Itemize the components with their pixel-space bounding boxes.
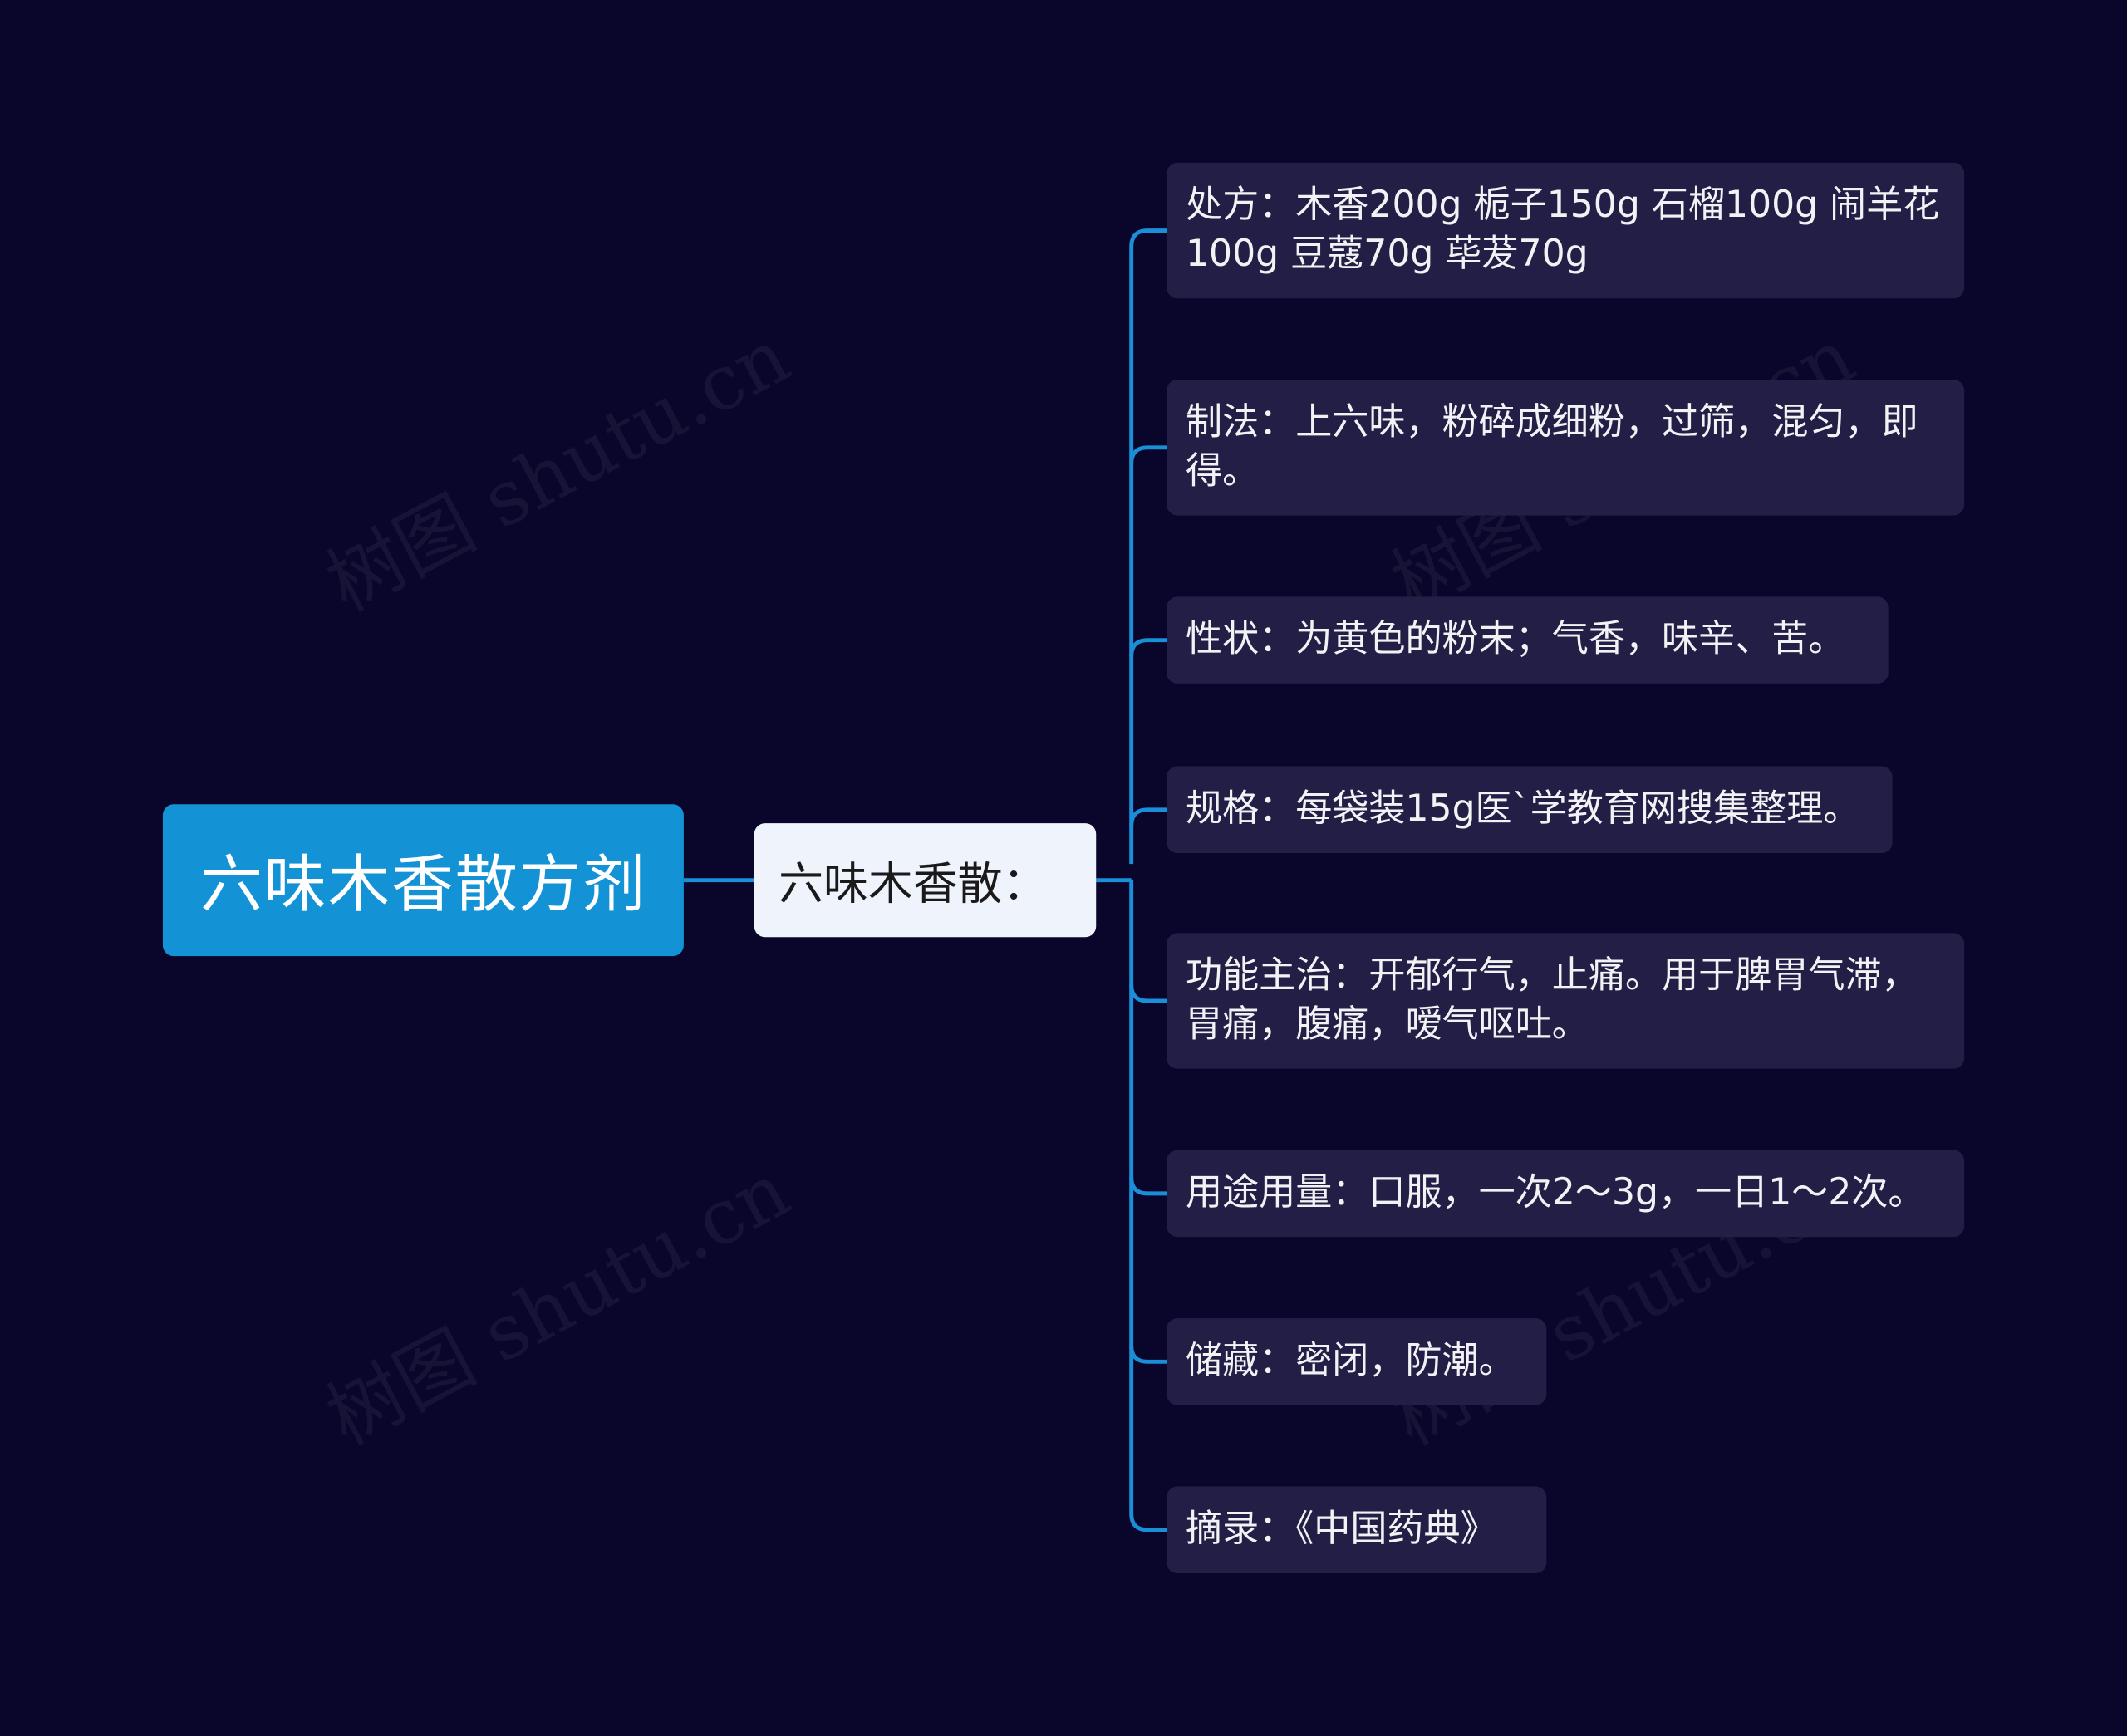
leaf-node-prescription[interactable]: 处方：木香200g 栀子150g 石榴100g 闹羊花100g 豆蔻70g 荜茇… [1167, 162, 1965, 299]
leaf-node-specification[interactable]: 规格：每袋装15g医`学教育网搜集整理。 [1167, 766, 1893, 854]
branch-node[interactable]: 六味木香散： [754, 823, 1097, 938]
leaf-connector-8 [1129, 1345, 1167, 1364]
leaf-connector-5 [1129, 880, 1167, 1532]
leaf-connector-6 [1129, 984, 1167, 1003]
leaf-node-properties[interactable]: 性状：为黄色的粉末；气香，味辛、苦。 [1167, 596, 1889, 684]
leaf-connector-3 [1129, 638, 1167, 657]
leaf-node-source[interactable]: 摘录：《中国药典》 [1167, 1486, 1547, 1574]
leaf-node-storage[interactable]: 储藏：密闭，防潮。 [1167, 1318, 1547, 1405]
leaf-node-indications[interactable]: 功能主治：开郁行气，止痛。用于脾胃气滞，胃痛，腹痛，嗳气呕吐。 [1167, 933, 1965, 1069]
leaf-connector-1 [1129, 228, 1167, 865]
leaf-node-dosage[interactable]: 用途用量：口服，一次2～3g，一日1～2次。 [1167, 1150, 1965, 1238]
root-node[interactable]: 六味木香散方剂 [162, 804, 684, 957]
leaf-connector-2 [1129, 445, 1167, 464]
leaf-connector-4 [1129, 807, 1167, 826]
leaf-connector-7 [1129, 1177, 1167, 1196]
leaf-node-preparation[interactable]: 制法：上六味，粉碎成细粉，过筛，混匀，即得。 [1167, 380, 1965, 516]
